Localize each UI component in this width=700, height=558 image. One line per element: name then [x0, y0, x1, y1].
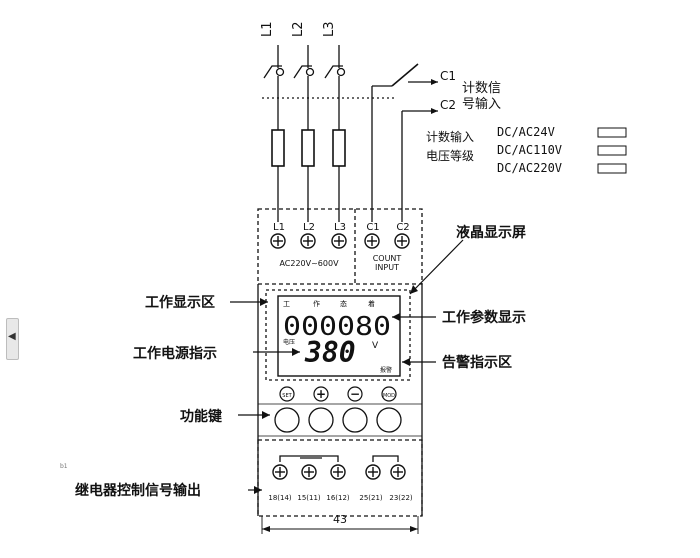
lcd-voltage-digits: 380: [304, 336, 356, 369]
terminal-label-l3: L3: [334, 222, 346, 233]
terminal-label-l1: L1: [273, 222, 285, 233]
lcd-small-right-label: 报警: [380, 366, 392, 374]
callout-alarm-indicator: 告警指示区: [442, 354, 512, 371]
set-key-icon: [279, 386, 295, 402]
bottom-terminal-label-1: 18(14): [268, 494, 292, 502]
width-dimension: 43: [333, 513, 347, 526]
callout-power-indicator: 工作电源指示: [133, 345, 217, 362]
count-input-line-1: COUNT: [373, 254, 402, 263]
voltage-option-220v: DC/AC220V: [497, 161, 562, 175]
bottom-terminal-label-2: 15(11): [297, 494, 321, 502]
minus-key-glyph: −: [350, 387, 360, 401]
lcd-header-char-2: 作: [313, 299, 320, 308]
plus-button[interactable]: [308, 407, 334, 433]
lcd-voltage-unit: V: [372, 341, 379, 351]
voltage-option-110v: DC/AC110V: [497, 143, 562, 157]
line-label-l1: L1: [260, 21, 275, 37]
callout-relay-output: 继电器控制信号输出: [75, 482, 201, 499]
minus-key-icon: [347, 386, 363, 402]
lcd-small-left-label: 电压: [283, 338, 295, 346]
mod-key-glyph: MOD: [383, 393, 395, 399]
ac-range-label: AC220V~600V: [279, 259, 339, 268]
left-arrow-icon: ◀: [8, 331, 16, 342]
voltage-option-24v: DC/AC24V: [497, 125, 555, 139]
callout-work-display-area: 工作显示区: [145, 294, 215, 311]
count-c1-label: C1: [440, 69, 456, 83]
side-collapse-tab[interactable]: ◀: [6, 318, 19, 360]
callout-lcd-screen: 液晶显示屏: [456, 224, 526, 241]
terminal-label-c2: C2: [396, 222, 409, 233]
set-key-glyph: SET: [282, 393, 292, 399]
voltage-level-label-1: 计数输入: [426, 129, 474, 144]
set-button[interactable]: [274, 407, 300, 433]
bottom-terminal-label-5: 23(22): [389, 494, 413, 502]
lcd-count-digits: 000080: [283, 312, 391, 342]
voltage-level-label-2: 电压等级: [426, 149, 474, 163]
count-input-line-2: INPUT: [375, 263, 399, 272]
bottom-terminal-label-3: 16(12): [326, 494, 350, 502]
callout-function-keys: 功能键: [180, 408, 223, 425]
line-label-l2: L2: [291, 21, 306, 37]
small-mark-b1: b1: [60, 463, 68, 470]
minus-button[interactable]: [342, 407, 368, 433]
count-signal-label-2: 号输入: [462, 96, 501, 112]
mod-key-icon: [381, 386, 397, 402]
count-c2-label: C2: [440, 98, 456, 112]
mod-button[interactable]: [376, 407, 402, 433]
lcd-header-char-3: 态: [340, 299, 347, 308]
callout-work-parameter-display: 工作参数显示: [442, 309, 526, 326]
bottom-terminal-label-4: 25(21): [359, 494, 383, 502]
terminal-label-l2: L2: [303, 222, 315, 233]
lcd-header-char-1: 工: [283, 300, 290, 308]
plus-key-icon: [313, 386, 329, 402]
count-signal-label-1: 计数信: [462, 81, 501, 96]
plus-key-glyph: +: [316, 387, 326, 401]
terminal-label-c1: C1: [366, 222, 379, 233]
lcd-header-char-4: 着: [368, 299, 375, 308]
line-label-l3: L3: [322, 21, 337, 37]
